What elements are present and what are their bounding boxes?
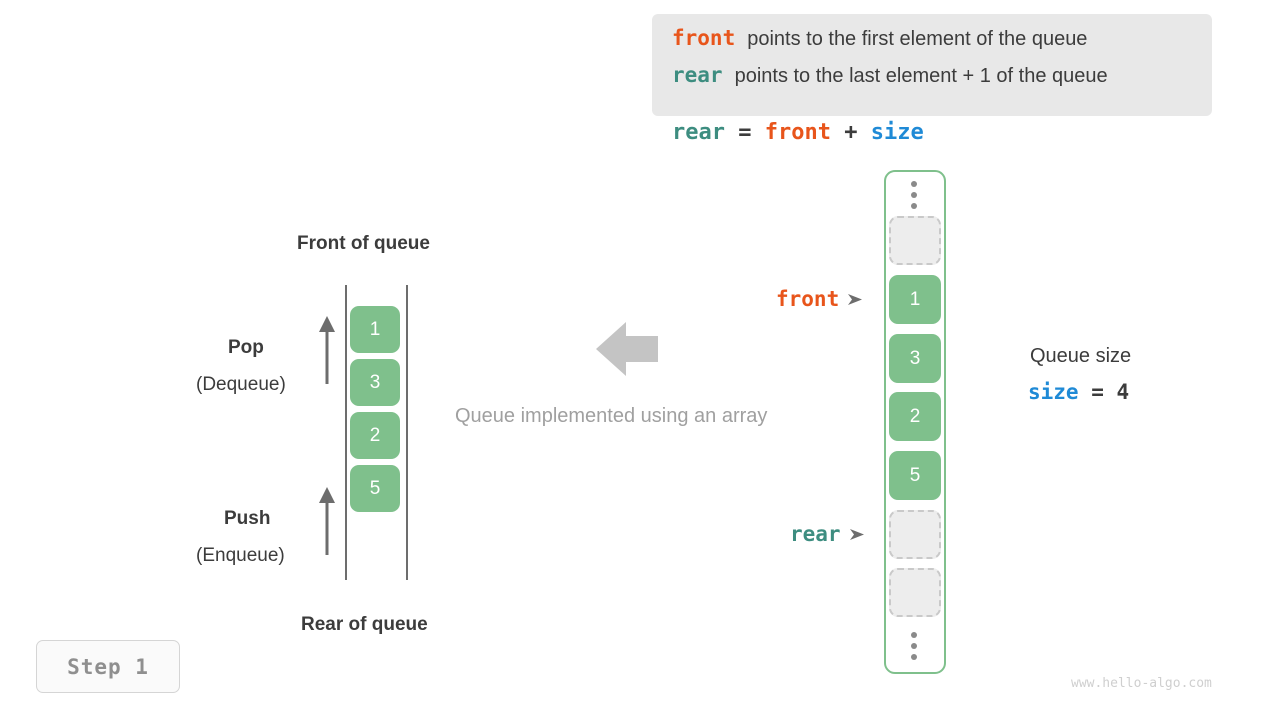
queue-size-expression: size = 4 [1028,380,1129,404]
formula-front-term: front [764,120,831,145]
step-badge-label: Step 1 [67,654,149,679]
legend-line-rear: rear points to the last element + 1 of t… [672,63,1192,100]
size-value: 4 [1116,380,1130,404]
front-keyword: front [672,26,736,50]
array-slot-filled: 2 [889,392,941,441]
formula-plus: + [830,120,871,145]
rear-pointer: rear [790,522,865,546]
pop-sublabel: (Dequeue) [196,374,286,395]
arrowhead-right-icon [849,522,865,546]
queue-cell: 1 [350,306,400,353]
push-sublabel: (Enqueue) [196,545,285,566]
rear-formula: rear = front + size [672,120,924,145]
array-slot-filled: 1 [889,275,941,324]
size-equals: = [1078,380,1117,404]
pop-label: Pop [228,337,264,358]
push-arrow-up-icon [318,487,336,560]
queue-rail-left [345,285,347,580]
array-implementation-caption: Queue implemented using an array [455,405,768,427]
array-slot-empty [889,568,941,617]
rear-keyword: rear [672,63,723,87]
push-label: Push [224,508,271,529]
array-slot-empty [889,510,941,559]
front-of-queue-label: Front of queue [297,233,430,254]
front-pointer-label: front [776,287,840,311]
queue-size-title: Queue size [1030,345,1132,367]
front-description: points to the first element of the queue [747,28,1088,50]
rear-description: points to the last element + 1 of the qu… [734,65,1108,87]
queue-cell: 3 [350,359,400,406]
arrowhead-right-icon [848,287,863,311]
formula-rear-term: rear [672,120,725,145]
step-badge: Step 1 [36,640,180,693]
queue-cell: 5 [350,465,400,512]
rear-pointer-label: rear [790,522,841,546]
array-slot-filled: 3 [889,334,941,383]
vertical-ellipsis-icon-bottom [911,632,917,660]
queue-rail-right [406,285,408,580]
watermark: www.hello-algo.com [1071,676,1212,691]
vertical-ellipsis-icon-top [911,181,917,209]
array-slot-empty [889,216,941,265]
legend-note-box: front points to the first element of the… [652,14,1212,116]
formula-equals: = [724,120,765,145]
legend-line-front: front points to the first element of the… [672,26,1192,63]
size-keyword: size [1028,380,1079,404]
rear-of-queue-label: Rear of queue [301,614,428,635]
queue-cell: 2 [350,412,400,459]
arrow-left-icon [596,320,658,383]
array-slot-filled: 5 [889,451,941,500]
front-pointer: front [776,287,863,311]
pop-arrow-up-icon [318,316,336,389]
array-container [884,170,946,674]
formula-size-term: size [870,120,924,145]
